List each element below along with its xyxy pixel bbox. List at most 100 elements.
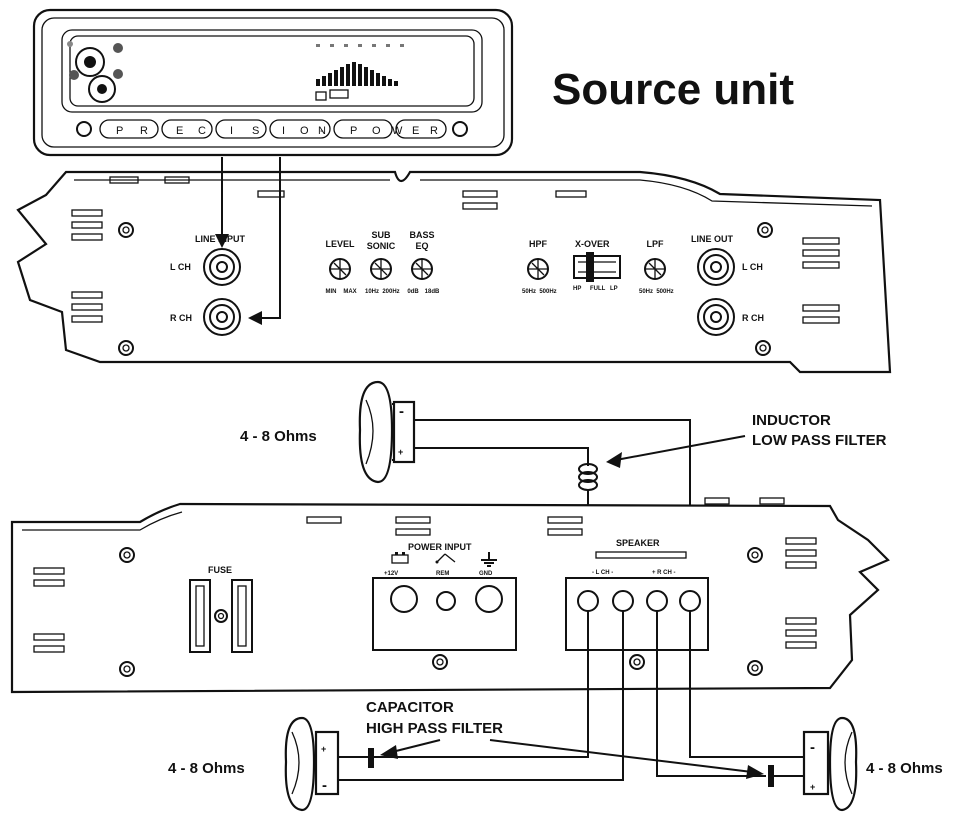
tune-knob-icon (88, 75, 116, 103)
battery-icon (391, 552, 409, 564)
power-terminal-12v-label: +12V (384, 571, 398, 577)
capacitor-label-line1: CAPACITOR (366, 699, 454, 716)
fuse-icon[interactable] (189, 579, 253, 653)
knob-min-label: 0dB (407, 289, 419, 295)
brand-letter: W (392, 125, 403, 137)
xover-lp-label: LP (610, 286, 618, 292)
inductor-label-line1: INDUCTOR (752, 412, 831, 429)
rca-jack-icon[interactable] (203, 298, 241, 336)
line-out-rch-label: R CH (742, 313, 764, 323)
equalizer-display-icon (315, 44, 404, 101)
brand-letter: P (116, 125, 123, 137)
arrow-left-icon (380, 745, 398, 759)
rca-jack-icon[interactable] (203, 248, 241, 286)
power-terminal-gnd-label: GND (479, 571, 493, 577)
xover-label: X-OVER (575, 239, 610, 249)
bass-eq-knob-icon[interactable] (411, 258, 433, 280)
knob-label: LPF (647, 239, 665, 249)
svg-text:-: - (810, 739, 815, 756)
knob-min-label: 10Hz (365, 289, 379, 295)
knob-min-label: MIN (326, 289, 337, 295)
brand-letter: O (372, 125, 381, 137)
terminal-12v-icon[interactable] (390, 585, 418, 613)
brand-letter: O (300, 125, 309, 137)
svg-text:-: - (399, 403, 404, 420)
power-terminal-rem-label: REM (436, 571, 449, 577)
amplifier-bottom: FUSE POWER INPUT +12V REM GND SPEAKER - … (10, 497, 890, 694)
speaker-left: + - (284, 716, 340, 812)
line-input-rch-label: R CH (170, 313, 192, 323)
power-input-label: POWER INPUT (408, 542, 472, 552)
lpf-knob-icon[interactable] (644, 258, 666, 280)
brand-letter: E (412, 125, 419, 137)
preset-button-1[interactable] (99, 119, 159, 139)
inductor-label-line2: LOW PASS FILTER (752, 432, 887, 449)
mounting-screw-icon (118, 222, 773, 356)
line-out-lch-label: L CH (742, 262, 763, 272)
arrow-down-icon (215, 234, 229, 248)
line-out-label: LINE OUT (691, 234, 734, 244)
brand-letter: I (282, 125, 285, 137)
knob-label: BASS (409, 230, 434, 240)
svg-text:+: + (810, 782, 815, 792)
speaker-label: SPEAKER (616, 538, 660, 548)
knob-label: HPF (529, 239, 548, 249)
knob-label: SUB (371, 230, 391, 240)
power-button-icon[interactable] (76, 121, 92, 137)
ohms-label-left: 4 - 8 Ohms (168, 760, 245, 777)
svg-text:+: + (398, 447, 403, 457)
svg-text:-: - (322, 777, 327, 794)
brand-letter: E (176, 125, 183, 137)
knob-min-label: 50Hz (639, 289, 653, 295)
source-unit-title: Source unit (552, 65, 794, 114)
level-knob-icon[interactable] (329, 258, 351, 280)
fuse-label: FUSE (208, 565, 232, 575)
knob-max-label: 500Hz (539, 289, 556, 295)
speaker-top: - + (358, 380, 416, 484)
capacitor-icon (768, 765, 774, 787)
power-terminal-block (372, 577, 517, 651)
hpf-knob-icon[interactable] (527, 258, 549, 280)
arrow-left-icon (606, 452, 622, 468)
inductor-coil-icon (578, 463, 598, 491)
speaker-right: - + (802, 716, 858, 812)
capacitor-label-line2: HIGH PASS FILTER (366, 720, 503, 737)
mounting-screw-icon (119, 547, 763, 677)
rca-cables (215, 157, 281, 325)
knob-max-label: 500Hz (656, 289, 673, 295)
subsonic-knob-icon[interactable] (370, 258, 392, 280)
ohms-label-right: 4 - 8 Ohms (866, 760, 943, 777)
heatsink-vents (71, 176, 840, 324)
ohms-label-top: 4 - 8 Ohms (240, 428, 317, 445)
brand-letter: R (430, 125, 438, 137)
remote-switch-icon (435, 553, 456, 564)
brand-letter: C (198, 125, 206, 137)
preset-button-6[interactable] (395, 119, 447, 139)
preset-button-4[interactable] (269, 119, 331, 139)
speaker-terminal-block (565, 577, 709, 651)
knob-max-label: 18dB (425, 289, 440, 295)
brand-letter: P (350, 125, 357, 137)
line-input-lch-label: L CH (170, 262, 191, 272)
xover-switch[interactable] (573, 252, 621, 282)
brand-letter: N (318, 125, 326, 137)
knob-label: EQ (415, 241, 428, 251)
rca-jack-icon[interactable] (697, 248, 735, 286)
terminal-gnd-icon[interactable] (475, 585, 503, 613)
knob-label: LEVEL (325, 239, 355, 249)
rca-jack-icon[interactable] (697, 298, 735, 336)
preset-button-3[interactable] (215, 119, 267, 139)
terminal-rem-icon[interactable] (436, 591, 456, 611)
knob-label: SONIC (367, 241, 396, 251)
brand-letter: S (252, 125, 259, 137)
speaker-rch-label: + R CH - (652, 570, 676, 576)
knob-max-label: 200Hz (382, 289, 399, 295)
brand-letter: R (140, 125, 148, 137)
volume-knob-icon (75, 47, 105, 77)
preset-button-5[interactable] (333, 119, 393, 139)
eject-button-icon[interactable] (452, 121, 468, 137)
knob-min-label: 50Hz (522, 289, 536, 295)
preset-button-2[interactable] (161, 119, 213, 139)
